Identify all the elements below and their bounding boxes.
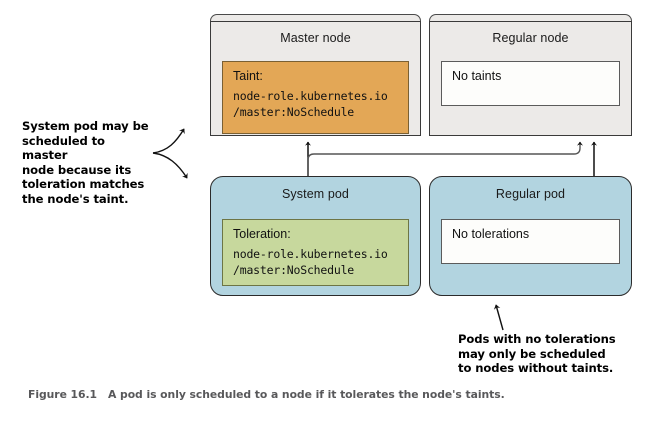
arrow-note-to-regular-pod: [493, 304, 504, 331]
figure-label: Figure 16.1: [28, 388, 97, 401]
figure-caption-text: A pod is only scheduled to a node if it …: [108, 388, 505, 401]
taint-heading: Taint:: [233, 69, 263, 83]
master-node-title: Master node: [280, 31, 351, 45]
system-pod-note-line-5: the node's taint.: [22, 191, 129, 206]
regular-node-taints-box: No taints: [441, 61, 620, 106]
system-pod-note-line-1: System pod may be: [22, 119, 149, 133]
arrow-system-pod-to-regular-node: [307, 141, 583, 176]
system-pod-toleration-box: Toleration: node-role.kubernetes.io /mas…: [222, 219, 409, 286]
regular-pod-title: Regular pod: [495, 187, 566, 201]
regular-pod-note-line-3: to nodes without taints.: [458, 361, 614, 376]
system-pod-title: System pod: [281, 187, 349, 201]
regular-pod-note-line-1: Pods with no tolerations: [458, 332, 616, 346]
arrow-note-to-master-node: [152, 128, 185, 154]
system-pod-note-line-2: scheduled to master: [22, 133, 105, 163]
regular-pod-note: Pods with no tolerations may only be sch…: [458, 332, 668, 376]
master-node-taint-box: Taint: node-role.kubernetes.io /master:N…: [222, 61, 409, 134]
toleration-line-1: node-role.kubernetes.io: [233, 247, 388, 261]
arrow-note-to-system-pod: [152, 152, 188, 179]
taint-line-2: /master:NoSchedule: [233, 104, 355, 119]
no-tolerations-label: No tolerations: [452, 227, 530, 241]
regular-pod-note-line-2: may only be scheduled: [458, 346, 606, 361]
system-pod-note-line-4: toleration matches: [22, 177, 145, 192]
regular-node-title: Regular node: [492, 31, 569, 45]
regular-node-container: Regular node No taints: [429, 14, 632, 136]
figure-caption: Figure 16.1 A pod is only scheduled to a …: [28, 388, 505, 401]
master-node-lid: [210, 14, 421, 23]
master-node-container: Master node Taint: node-role.kubernetes.…: [210, 14, 421, 136]
system-pod-note-line-3: node because its: [22, 162, 132, 177]
no-taints-label: No taints: [452, 69, 502, 83]
system-pod-note: System pod may be scheduled to master no…: [22, 119, 154, 207]
regular-node-lid: [429, 14, 632, 23]
taint-line-1: node-role.kubernetes.io: [233, 89, 388, 103]
toleration-heading: Toleration:: [233, 227, 291, 241]
toleration-line-2: /master:NoSchedule: [233, 262, 355, 277]
regular-pod-tolerations-box: No tolerations: [441, 219, 620, 264]
